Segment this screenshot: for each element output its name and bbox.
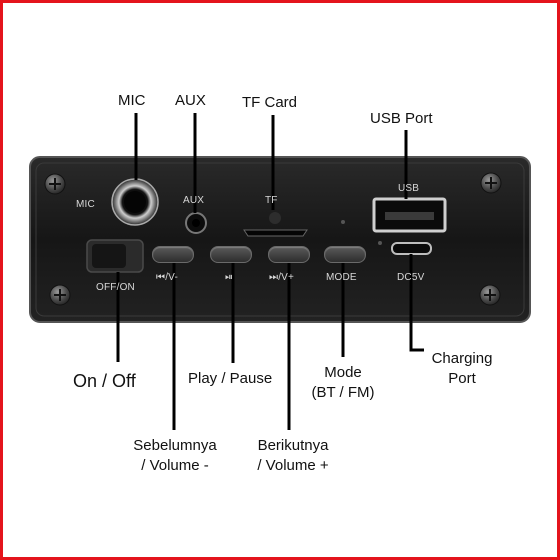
- panel-usb-text: USB: [398, 183, 420, 194]
- screw-bottom-left-icon: [49, 284, 71, 306]
- callout-mic: MIC: [118, 92, 146, 109]
- callout-next-line2: / Volume +: [257, 457, 329, 474]
- callout-prev-volume: Sebelumnya / Volume -: [126, 436, 224, 476]
- line-charging: [409, 254, 424, 352]
- callout-charging-port: Charging Port: [425, 349, 499, 389]
- panel-next-text: ⏭/V+: [269, 272, 295, 283]
- callout-aux: AUX: [175, 92, 206, 109]
- tf-card-slot[interactable]: [243, 229, 308, 237]
- mode-button[interactable]: [324, 246, 366, 263]
- prev-volume-down-button[interactable]: [152, 246, 194, 263]
- play-pause-button[interactable]: [210, 246, 252, 263]
- screw-top-right-icon: [480, 172, 502, 194]
- callout-on-off: On / Off: [73, 371, 136, 391]
- callout-mode: Mode (BT / FM): [306, 363, 380, 403]
- charging-port[interactable]: [391, 242, 432, 255]
- panel-inner-edge: [35, 162, 525, 317]
- callout-charging-line1: Charging: [431, 350, 493, 367]
- callout-next-volume: Berikutnya / Volume +: [244, 436, 342, 476]
- screw-bottom-right-icon: [479, 284, 501, 306]
- panel-dc-text: DC5V: [397, 272, 425, 283]
- panel-play-text: ⏯: [225, 272, 234, 283]
- panel-mode-text: MODE: [326, 272, 357, 283]
- screw-top-left-icon: [44, 173, 66, 195]
- indicator-led: [341, 220, 345, 224]
- callout-charging-line2: Port: [448, 370, 476, 387]
- callout-prev-line2: / Volume -: [141, 457, 209, 474]
- callout-usb-port: USB Port: [370, 110, 433, 127]
- callout-mode-line2: (BT / FM): [311, 384, 375, 401]
- callout-play-pause: Play / Pause: [188, 370, 273, 387]
- callout-prev-line1: Sebelumnya: [133, 437, 217, 454]
- next-volume-up-button[interactable]: [268, 246, 310, 263]
- panel-prev-text: ⏮/V-: [156, 272, 179, 283]
- callout-next-line1: Berikutnya: [257, 437, 329, 454]
- panel-tf-text: TF: [265, 195, 278, 206]
- panel-switch-text: OFF/ON: [96, 282, 135, 293]
- callout-tf-card: TF Card: [242, 94, 298, 111]
- callout-mode-line1: Mode: [324, 364, 362, 381]
- panel-aux-text: AUX: [183, 195, 205, 206]
- panel-mic-text: MIC: [76, 199, 95, 210]
